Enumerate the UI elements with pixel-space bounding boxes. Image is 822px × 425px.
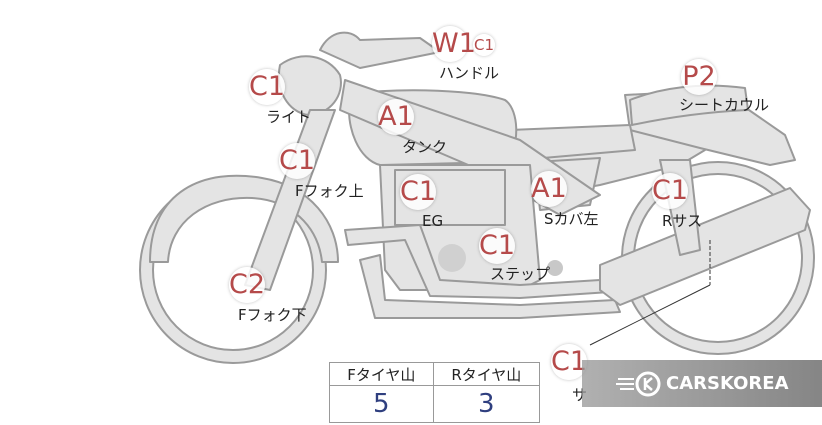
badge-ffork-upper: C1: [279, 143, 315, 179]
rear-tire-header: Rタイヤ山: [432, 362, 541, 386]
label-tank: タンク: [402, 138, 448, 156]
seat-cowl-shape: [629, 84, 749, 126]
carskorea-logo-icon: [616, 371, 661, 397]
muffler: [599, 187, 811, 306]
bottom-leader: [589, 284, 711, 346]
badge-r-suspension: C1: [652, 173, 688, 209]
front-tire-value: 5: [329, 385, 434, 423]
handlebar: [319, 31, 441, 69]
label-engine: EG: [422, 212, 444, 230]
badge-seat-cowl: P2: [681, 59, 717, 95]
badge-tank: A1: [378, 99, 414, 135]
badge-engine: C1: [400, 174, 436, 210]
label-handle: ハンドル: [439, 64, 500, 82]
label-ffork-upper: Fフォク上: [295, 182, 364, 200]
badge-bottom: C1: [551, 344, 587, 380]
label-ffork-lower: Fフォク下: [238, 306, 307, 324]
tire-tread-table: Fタイヤ山 Rタイヤ山 5 3: [329, 362, 541, 423]
badge-ffork-lower: C2: [229, 267, 265, 303]
badge-s-cover-left: A1: [531, 171, 567, 207]
front-tire-header: Fタイヤ山: [329, 362, 434, 386]
label-r-suspension: Rサス: [662, 212, 703, 230]
rear-tire-value: 3: [432, 385, 541, 423]
badge-step: C1: [479, 228, 515, 264]
badge-handle: W1: [432, 26, 476, 62]
badge-light: C1: [249, 69, 285, 105]
label-seat-cowl: シートカウル: [679, 96, 770, 114]
badge-handle-small: C1: [473, 34, 495, 56]
engine-cover-detail: [438, 244, 466, 272]
label-step: ステップ: [490, 265, 551, 283]
watermark-text: CARSKOREA: [666, 373, 789, 394]
label-s-cover-left: Sカバ左: [544, 210, 599, 228]
label-light: ライト: [266, 108, 312, 126]
